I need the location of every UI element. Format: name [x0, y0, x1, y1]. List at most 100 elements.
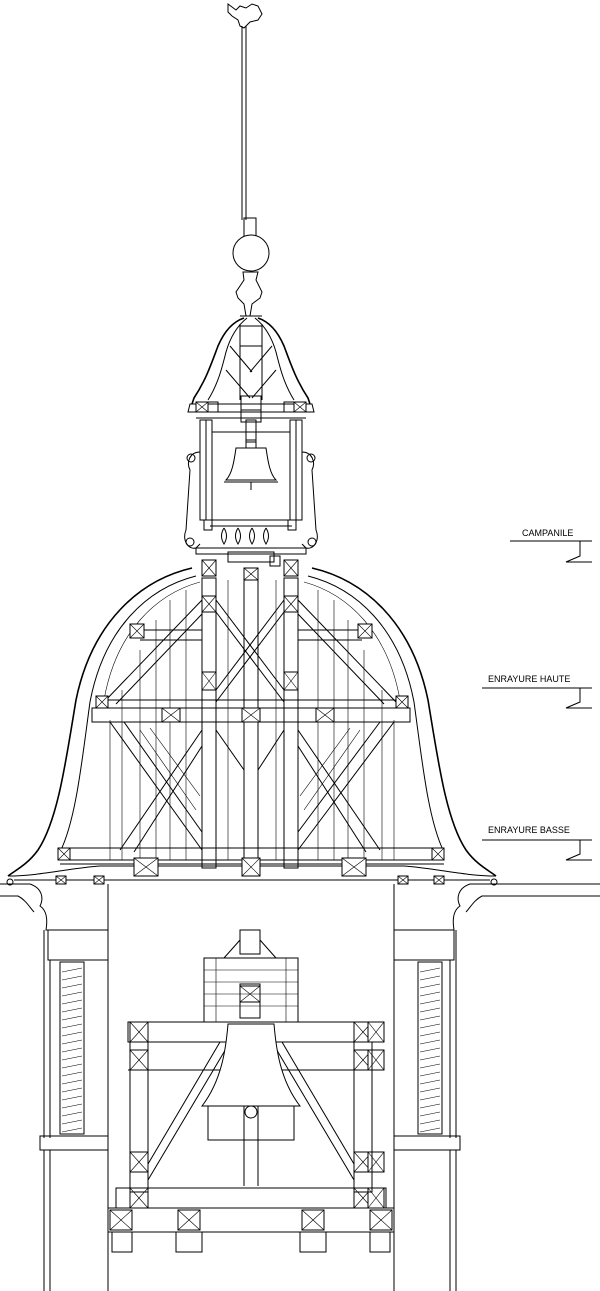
dome-roof [6, 567, 498, 886]
louvre-slat [61, 983, 83, 989]
louvre-slat [419, 1023, 441, 1029]
louvre-slat [419, 999, 441, 1005]
louvre-slat [61, 1127, 83, 1133]
timber-block [301, 1209, 325, 1231]
timber-block [433, 875, 445, 885]
timber-block [283, 595, 299, 613]
timber-block [243, 567, 259, 581]
louvre-slat [419, 991, 441, 997]
louvre-slat [419, 1031, 441, 1037]
louvre-slat [419, 1039, 441, 1045]
bell-icon [224, 439, 278, 490]
timber-block [367, 1021, 385, 1043]
louvre-slat [419, 1079, 441, 1085]
louvre-slat [61, 1087, 83, 1093]
louvre-slat [61, 1119, 83, 1125]
spire [227, 3, 270, 317]
belfry-frame [107, 929, 395, 1253]
louvre-slat [61, 999, 83, 1005]
timber-block [357, 623, 373, 639]
louvre-slat [419, 1071, 441, 1077]
louvre-slat [61, 1063, 83, 1069]
timber-block [161, 707, 181, 723]
louvre-slat [61, 1023, 83, 1029]
level-marker-icon [482, 687, 592, 709]
louvre-slat [61, 1015, 83, 1021]
louvre-slat [419, 1119, 441, 1125]
timber-block [129, 1187, 149, 1209]
louvre-slat [419, 975, 441, 981]
timber-block [369, 1209, 393, 1231]
timber-block [283, 559, 299, 577]
louvre-slat [419, 1015, 441, 1021]
louvre-slat [61, 991, 83, 997]
louvre-slat [61, 1111, 83, 1117]
timber-block [95, 695, 109, 709]
level-label-campanile: CAMPANILE [522, 528, 573, 538]
louvre-slat [61, 1095, 83, 1101]
timber-block [293, 401, 307, 413]
louvre-slat [61, 975, 83, 981]
weathervane-rooster-icon [227, 3, 263, 29]
louvre-slat [61, 1031, 83, 1037]
timber-block [341, 857, 367, 877]
timber-block [241, 707, 261, 723]
spire-ball [232, 234, 270, 272]
level-label-enrayure-haute: ENRAYURE HAUTE [488, 674, 570, 684]
louvre-slat [61, 1079, 83, 1085]
level-marker-icon [510, 540, 592, 563]
louvre-slat [419, 1087, 441, 1093]
timber-block [129, 623, 145, 639]
level-marker-campanile: CAMPANILE [510, 528, 592, 563]
louvre-slat [61, 1007, 83, 1013]
timber-block [397, 875, 409, 885]
timber-block [109, 1209, 133, 1231]
louvre-slat [419, 1127, 441, 1133]
louvre-slat [419, 1055, 441, 1061]
campanile-lantern [184, 317, 318, 567]
timber-block [367, 1151, 385, 1173]
timber-block [129, 1151, 149, 1173]
louvre-slat [419, 1095, 441, 1101]
louvre-slat [419, 1111, 441, 1117]
level-marker-enrayure-haute: ENRAYURE HAUTE [482, 674, 592, 709]
level-markers: CAMPANILE ENRAYURE HAUTE ENRAYURE BASSE [482, 528, 592, 861]
timber-block [129, 1049, 149, 1071]
timber-block [129, 1021, 149, 1043]
timber-block [283, 671, 299, 691]
louvre-slat [419, 1007, 441, 1013]
timber-block [201, 595, 217, 613]
timber-block [57, 847, 71, 861]
louvre-slat [61, 1039, 83, 1045]
louvre-slat [61, 1047, 83, 1053]
bell-icon [200, 1023, 302, 1186]
louvre-slat [419, 1103, 441, 1109]
louvre-slat [61, 1071, 83, 1077]
louvre-slat [419, 967, 441, 973]
timber-block [315, 707, 335, 723]
louvre-slat [419, 1047, 441, 1053]
timber-block [177, 1209, 201, 1231]
timber-block [201, 559, 217, 577]
timber-block [431, 847, 445, 861]
level-marker-icon [482, 839, 592, 861]
louvre-slat [61, 1055, 83, 1061]
timber-block [367, 1187, 385, 1209]
timber-block [367, 1049, 385, 1071]
louvre-slat [419, 983, 441, 989]
louvre-slats [61, 967, 441, 1133]
timber-block [195, 401, 209, 413]
louvre-slat [61, 1103, 83, 1109]
timber-block [55, 875, 67, 885]
timber-block [241, 857, 261, 877]
louvre-slat [61, 967, 83, 973]
timber-section-blocks [55, 401, 445, 1231]
level-label-enrayure-basse: ENRAYURE BASSE [488, 825, 570, 835]
louvre-slat [419, 1063, 441, 1069]
timber-block [395, 695, 409, 709]
tower-walls [0, 883, 600, 1291]
timber-block [93, 875, 105, 885]
timber-block [201, 671, 217, 691]
level-marker-enrayure-basse: ENRAYURE BASSE [482, 825, 592, 861]
